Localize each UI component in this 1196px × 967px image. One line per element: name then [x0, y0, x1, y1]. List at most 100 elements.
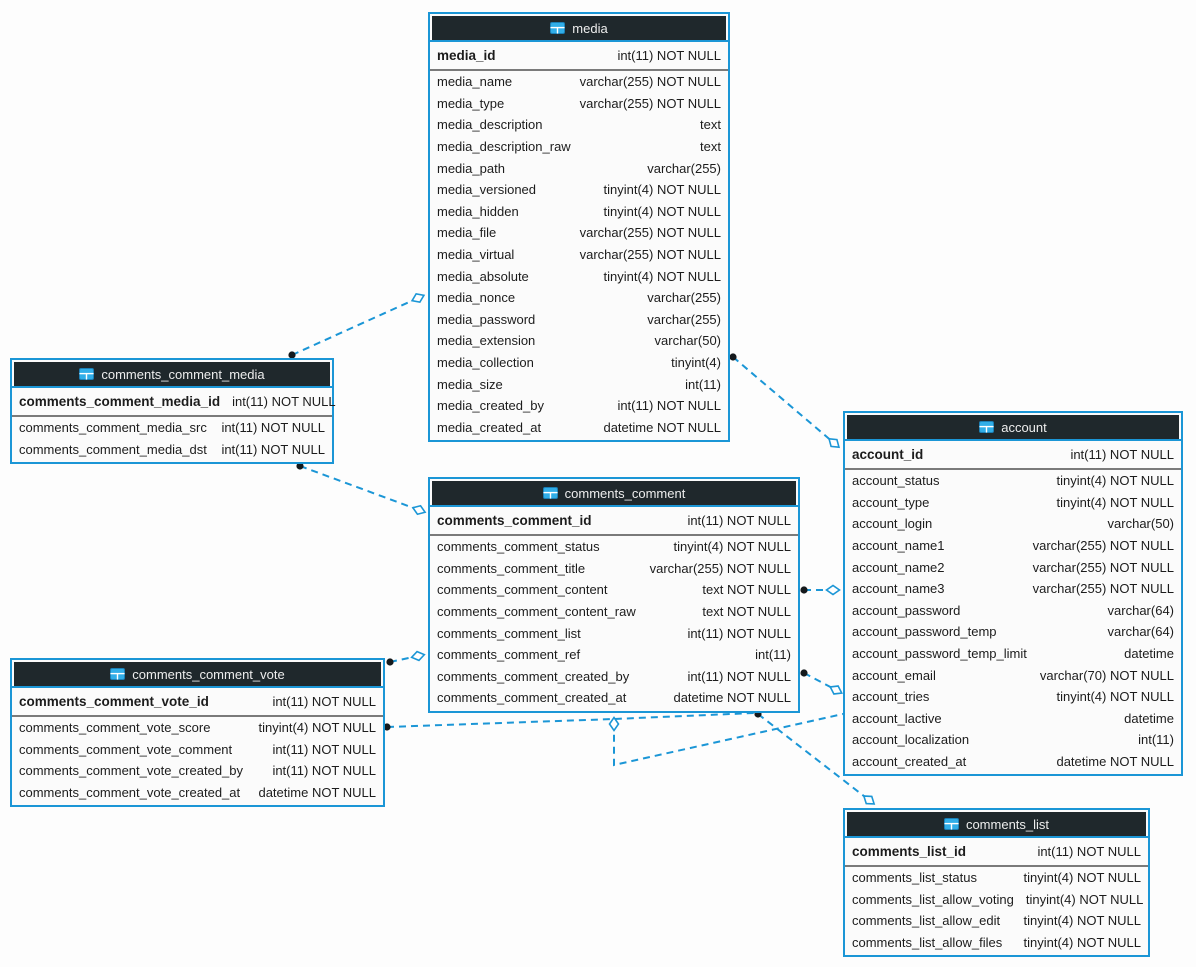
- column-type: int(11) NOT NULL: [1037, 844, 1141, 859]
- column-type: datetime NOT NULL: [1056, 754, 1174, 770]
- column-row[interactable]: comments_comment_vote_score tinyint(4) N…: [12, 717, 383, 739]
- column-row[interactable]: account_email varchar(70) NOT NULL: [845, 664, 1181, 686]
- column-row[interactable]: comments_comment_list int(11) NOT NULL: [430, 622, 798, 644]
- column-row[interactable]: account_type tinyint(4) NOT NULL: [845, 492, 1181, 514]
- column-row[interactable]: media_description text: [430, 114, 728, 136]
- column-row[interactable]: media_name varchar(255) NOT NULL: [430, 71, 728, 93]
- column-row[interactable]: account_tries tinyint(4) NOT NULL: [845, 686, 1181, 708]
- header-separator: [12, 686, 383, 688]
- column-row[interactable]: media_size int(11): [430, 373, 728, 395]
- column-row[interactable]: account_created_at datetime NOT NULL: [845, 751, 1181, 773]
- column-type: varchar(64): [1107, 602, 1174, 618]
- column-row[interactable]: media_versioned tinyint(4) NOT NULL: [430, 179, 728, 201]
- column-row[interactable]: comments_comment_created_by int(11) NOT …: [430, 666, 798, 688]
- table-comments_list[interactable]: comments_list comments_list_id int(11) N…: [843, 808, 1150, 958]
- column-row[interactable]: account_name2 varchar(255) NOT NULL: [845, 556, 1181, 578]
- column-row[interactable]: comments_comment_created_at datetime NOT…: [430, 687, 798, 709]
- column-name: comments_comment_created_by: [437, 668, 630, 684]
- column-row[interactable]: comments_comment_media_src int(11) NOT N…: [12, 417, 332, 439]
- column-name: media_absolute: [437, 268, 529, 284]
- table-comments_comment_vote[interactable]: comments_comment_vote comments_comment_v…: [10, 658, 385, 808]
- column-row[interactable]: media_password varchar(255): [430, 309, 728, 331]
- column-row[interactable]: comments_comment_content_raw text NOT NU…: [430, 601, 798, 623]
- relationship-vote-to-comment[interactable]: [386, 650, 426, 666]
- column-row[interactable]: media_created_by int(11) NOT NULL: [430, 395, 728, 417]
- column-row[interactable]: account_lactive datetime: [845, 708, 1181, 730]
- table-header[interactable]: account: [847, 415, 1179, 439]
- primary-key-row[interactable]: comments_comment_vote_id int(11) NOT NUL…: [12, 688, 383, 715]
- column-type: tinyint(4): [671, 355, 721, 371]
- column-type: varchar(255) NOT NULL: [579, 74, 721, 90]
- primary-key-row[interactable]: account_id int(11) NOT NULL: [845, 441, 1181, 468]
- primary-key-separator: [845, 865, 1148, 867]
- table-header[interactable]: comments_comment: [432, 481, 796, 505]
- column-name: comments_comment_media_src: [19, 420, 207, 436]
- column-type: int(11) NOT NULL: [221, 420, 325, 436]
- column-row[interactable]: media_description_raw text: [430, 136, 728, 158]
- column-row[interactable]: account_password varchar(64): [845, 600, 1181, 622]
- column-row[interactable]: comments_list_allow_files tinyint(4) NOT…: [845, 932, 1148, 954]
- table-comments_comment[interactable]: comments_comment comments_comment_id int…: [428, 477, 800, 713]
- column-row[interactable]: comments_comment_ref int(11): [430, 644, 798, 666]
- column-name: comments_comment_media_id: [19, 394, 221, 409]
- column-row[interactable]: media_virtual varchar(255) NOT NULL: [430, 244, 728, 266]
- column-row[interactable]: comments_comment_vote_created_by int(11)…: [12, 760, 383, 782]
- column-row[interactable]: comments_comment_title varchar(255) NOT …: [430, 558, 798, 580]
- column-row[interactable]: account_name1 varchar(255) NOT NULL: [845, 535, 1181, 557]
- relationship-vote-to-comment-bottom[interactable]: [383, 712, 755, 731]
- column-row[interactable]: comments_comment_vote_created_at datetim…: [12, 782, 383, 804]
- column-row[interactable]: account_password_temp_limit datetime: [845, 643, 1181, 665]
- column-row[interactable]: media_collection tinyint(4): [430, 352, 728, 374]
- column-row[interactable]: media_absolute tinyint(4) NOT NULL: [430, 265, 728, 287]
- column-type: int(11) NOT NULL: [232, 394, 336, 409]
- column-row[interactable]: account_password_temp varchar(64): [845, 621, 1181, 643]
- primary-key-row[interactable]: comments_comment_media_id int(11) NOT NU…: [12, 388, 336, 415]
- table-account[interactable]: account account_id int(11) NOT NULL acco…: [843, 411, 1183, 777]
- column-name: media_path: [437, 160, 505, 176]
- table-header[interactable]: comments_comment_vote: [14, 662, 381, 686]
- many-end-dot-icon: [800, 669, 808, 677]
- table-title: comments_list: [965, 816, 1050, 832]
- column-row[interactable]: media_file varchar(255) NOT NULL: [430, 222, 728, 244]
- table-header[interactable]: comments_comment_media: [14, 362, 330, 386]
- column-type: varchar(255) NOT NULL: [579, 247, 721, 263]
- column-row[interactable]: account_status tinyint(4) NOT NULL: [845, 470, 1181, 492]
- table-header[interactable]: comments_list: [847, 812, 1146, 836]
- column-row[interactable]: media_created_at datetime NOT NULL: [430, 417, 728, 439]
- column-type: tinyint(4) NOT NULL: [603, 203, 721, 219]
- column-rows: comments_comment_media_src int(11) NOT N…: [12, 417, 332, 462]
- table-media[interactable]: media media_id int(11) NOT NULL media_na…: [428, 12, 730, 443]
- primary-key-row[interactable]: comments_list_id int(11) NOT NULL: [845, 838, 1148, 865]
- table-header[interactable]: media: [432, 16, 726, 40]
- column-row[interactable]: comments_list_status tinyint(4) NOT NULL: [845, 867, 1148, 889]
- column-row[interactable]: media_nonce varchar(255): [430, 287, 728, 309]
- relationship-comment-to-account-created-by[interactable]: [800, 669, 843, 697]
- column-row[interactable]: media_hidden tinyint(4) NOT NULL: [430, 201, 728, 223]
- column-type: int(11) NOT NULL: [272, 763, 376, 779]
- primary-key-separator: [12, 415, 332, 417]
- column-type: int(11) NOT NULL: [687, 668, 791, 684]
- column-row[interactable]: media_path varchar(255): [430, 157, 728, 179]
- column-row[interactable]: comments_comment_status tinyint(4) NOT N…: [430, 536, 798, 558]
- column-type: varchar(50): [1107, 516, 1174, 532]
- column-rows: comments_comment_status tinyint(4) NOT N…: [430, 536, 798, 711]
- relationship-comment-to-account-content[interactable]: [800, 584, 841, 596]
- primary-key-row[interactable]: comments_comment_id int(11) NOT NULL: [430, 507, 798, 534]
- column-row[interactable]: account_name3 varchar(255) NOT NULL: [845, 578, 1181, 600]
- column-row[interactable]: comments_comment_vote_comment int(11) NO…: [12, 739, 383, 761]
- primary-key-row[interactable]: media_id int(11) NOT NULL: [430, 42, 728, 69]
- column-row[interactable]: account_login varchar(50): [845, 513, 1181, 535]
- relationship-comments_comment_media-to-media[interactable]: [288, 291, 426, 359]
- column-row[interactable]: comments_comment_media_dst int(11) NOT N…: [12, 439, 332, 461]
- one-end-diamond-icon: [862, 795, 876, 805]
- relationship-comments_comment_media-to-comment[interactable]: [296, 462, 427, 516]
- column-row[interactable]: comments_list_allow_edit tinyint(4) NOT …: [845, 910, 1148, 932]
- column-row[interactable]: comments_list_allow_voting tinyint(4) NO…: [845, 889, 1148, 911]
- column-row[interactable]: media_extension varchar(50): [430, 330, 728, 352]
- column-row[interactable]: account_localization int(11): [845, 729, 1181, 751]
- table-comments_comment_media[interactable]: comments_comment_media comments_comment_…: [10, 358, 336, 465]
- column-row[interactable]: media_type varchar(255) NOT NULL: [430, 93, 728, 115]
- relationship-media-to-account[interactable]: [729, 353, 841, 450]
- column-row[interactable]: comments_comment_content text NOT NULL: [430, 579, 798, 601]
